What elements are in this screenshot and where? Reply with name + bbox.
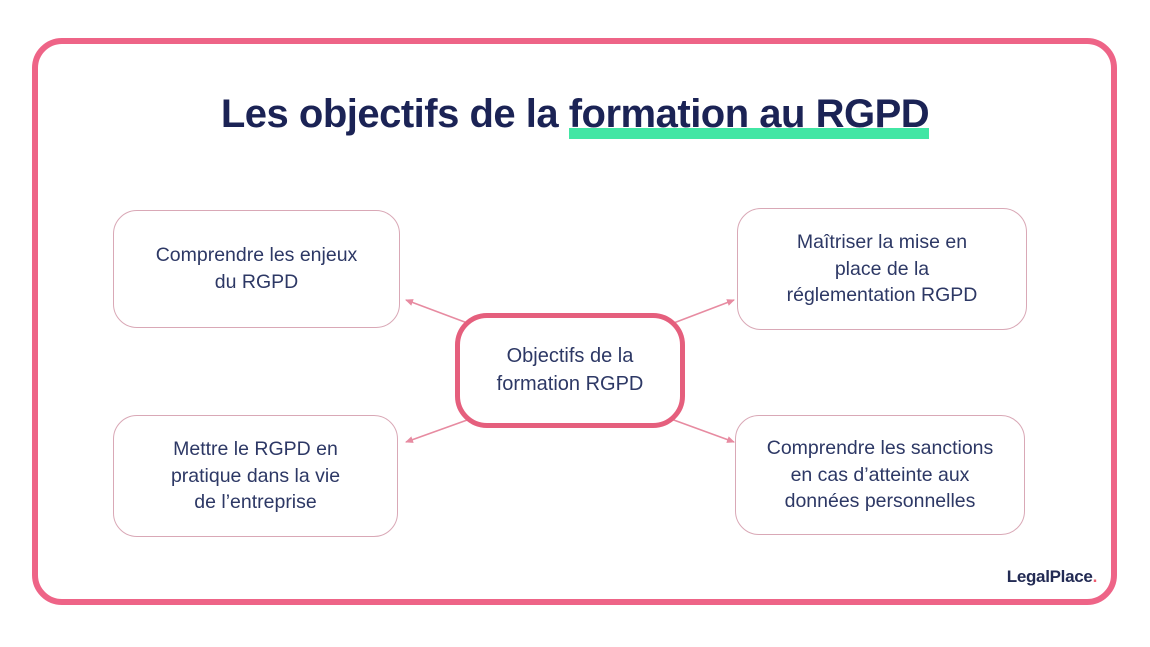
legalplace-logo: LegalPlace. bbox=[1006, 567, 1098, 587]
node-top-right-label: Maîtriser la mise en place de la régleme… bbox=[786, 230, 978, 307]
title-prefix: Les objectifs de la bbox=[220, 92, 569, 136]
arrow-to-bottom-right bbox=[670, 418, 735, 443]
legalplace-logo-text: LegalPlace bbox=[1006, 567, 1093, 586]
node-center: Objectifs de la formation RGPD bbox=[455, 313, 685, 428]
node-top-right: Maîtriser la mise en place de la régleme… bbox=[737, 208, 1027, 330]
node-bottom-left: Mettre le RGPD en pratique dans la vie d… bbox=[113, 415, 398, 537]
node-top-left-label: Comprendre les enjeux du RGPD bbox=[155, 244, 358, 293]
node-bottom-right: Comprendre les sanctions en cas d’attein… bbox=[735, 415, 1025, 535]
arrow-to-top-left bbox=[405, 299, 471, 325]
node-top-left: Comprendre les enjeux du RGPD bbox=[113, 210, 400, 328]
legalplace-logo-dot: . bbox=[1092, 567, 1098, 586]
node-bottom-left-label: Mettre le RGPD en pratique dans la vie d… bbox=[170, 437, 341, 514]
title-highlight: formation au RGPD bbox=[568, 92, 930, 139]
node-center-label: Objectifs de la formation RGPD bbox=[496, 344, 644, 395]
arrow-to-top-right bbox=[670, 299, 735, 325]
page-title: Les objectifs de la formation au RGPD bbox=[0, 92, 1150, 139]
node-bottom-right-label: Comprendre les sanctions en cas d’attein… bbox=[766, 436, 994, 513]
arrow-to-bottom-left bbox=[405, 418, 471, 443]
